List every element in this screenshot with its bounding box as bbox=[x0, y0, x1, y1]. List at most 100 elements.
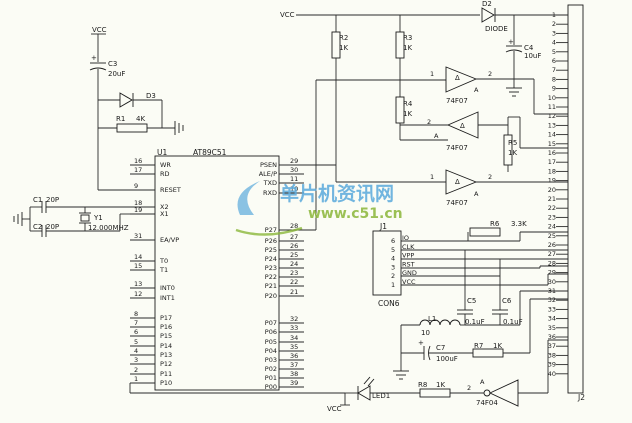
svg-text:+: + bbox=[91, 54, 97, 62]
mcu-pin-num: 12 bbox=[134, 290, 142, 298]
j2-pin-num: 1 bbox=[552, 11, 556, 19]
d2-ref: D2 bbox=[482, 0, 492, 8]
j2-pin-num: 21 bbox=[548, 195, 556, 203]
mcu-pin-num: 29 bbox=[290, 157, 298, 165]
mcu-pin-name: P04 bbox=[265, 347, 277, 355]
mcu-pin-name: RXD bbox=[263, 189, 277, 197]
c3-plate-bottom bbox=[89, 67, 107, 71]
c3-value: 20uF bbox=[108, 70, 125, 78]
mcu-pin-num: 1 bbox=[134, 375, 138, 383]
vcc-label-reset: VCC bbox=[92, 26, 107, 34]
mcu-pin-name: EA/VP bbox=[160, 236, 179, 244]
r5-value: 1K bbox=[508, 149, 517, 157]
j2-pin-num: 24 bbox=[548, 223, 556, 231]
r3-value: 1K bbox=[403, 44, 412, 52]
j1-pin-name: CLK bbox=[402, 243, 415, 251]
j2-pin-num: 32 bbox=[548, 296, 556, 304]
mcu-pin-num: 32 bbox=[290, 315, 298, 323]
mcu-part: AT89C51 bbox=[193, 148, 227, 157]
r2-ref: R2 bbox=[339, 34, 348, 42]
r4-value: 1K bbox=[403, 110, 412, 118]
j1-pin-num: 6 bbox=[391, 237, 395, 245]
mcu-pin-name: T1 bbox=[159, 266, 168, 274]
mcu-pin-name: P11 bbox=[160, 370, 172, 378]
mcu-pin-name: P13 bbox=[160, 351, 172, 359]
buffer-1 bbox=[445, 66, 478, 93]
c4-ref: C4 bbox=[524, 44, 534, 52]
c5-value: 0.1uF bbox=[465, 318, 485, 326]
j1-pin-name: IO bbox=[402, 234, 409, 242]
mcu-pin-num: 13 bbox=[134, 280, 142, 288]
c5-ref: C5 bbox=[467, 297, 476, 305]
j1-pin-num: 5 bbox=[391, 246, 395, 254]
inv-part: 74F04 bbox=[476, 399, 498, 407]
mcu-pin-num: 31 bbox=[134, 232, 142, 240]
j2-pin-num: 17 bbox=[548, 158, 556, 166]
mcu-pin-num: 9 bbox=[134, 182, 138, 190]
mcu-pin-num: 2 bbox=[134, 366, 138, 374]
l1-ref: L1 bbox=[428, 315, 436, 323]
l1-inductor bbox=[419, 319, 461, 326]
mcu-pin-num: 39 bbox=[290, 379, 298, 387]
mcu-pin-num: 5 bbox=[134, 338, 138, 346]
mcu-pin-name: INT0 bbox=[160, 284, 175, 292]
mcu-pin-num: 22 bbox=[290, 278, 298, 286]
c7-value: 100uF bbox=[436, 355, 458, 363]
mcu-pin-name: X1 bbox=[160, 210, 169, 218]
j2-pin-num: 26 bbox=[548, 241, 556, 249]
svg-text:Δ: Δ bbox=[460, 122, 465, 130]
j1-body bbox=[372, 230, 402, 296]
mcu-pin-name: WR bbox=[160, 161, 171, 169]
programming-circuit: R6 3.3K C5 0.1uF C6 0.1uF L1 10 bbox=[393, 220, 568, 380]
g1-part: 74F07 bbox=[446, 97, 468, 105]
c6-ref: C6 bbox=[502, 297, 512, 305]
j1-pin-num: 3 bbox=[391, 263, 395, 271]
j2-pin-num: 35 bbox=[548, 324, 556, 332]
watermark: 单片机资讯网 www.c51.cn bbox=[235, 181, 403, 236]
mcu-pin-name: P15 bbox=[160, 332, 172, 340]
mcu-pin-num: 24 bbox=[290, 260, 298, 268]
j1-ref: J1 bbox=[379, 222, 387, 231]
g2-part: 74F07 bbox=[446, 144, 468, 152]
svg-text:A: A bbox=[434, 132, 439, 140]
j2-ref: J2 bbox=[577, 393, 585, 402]
j2-pins: 1234567891011121314151617181920212223242… bbox=[548, 11, 568, 378]
led-circuit: VCC LED1 R8 1K 2 A 74F04 bbox=[129, 339, 568, 413]
g1-out-pin: 2 bbox=[488, 70, 492, 78]
mcu-pin-num: 25 bbox=[290, 251, 298, 259]
j2-pin-num: 20 bbox=[548, 186, 556, 194]
c1-value: 20P bbox=[46, 196, 59, 204]
j2-pin-num: 5 bbox=[552, 48, 556, 56]
c1-ref: C1 bbox=[33, 196, 42, 204]
mcu-pin-name: P02 bbox=[265, 365, 277, 373]
mcu-pin-name: PSEN bbox=[260, 161, 277, 169]
mcu-pin-num: 16 bbox=[134, 157, 142, 165]
r7-ref: R7 bbox=[474, 342, 483, 350]
c3-ref: C3 bbox=[108, 60, 117, 68]
r1-value: 4K bbox=[136, 115, 145, 123]
g3-part: 74F07 bbox=[446, 199, 468, 207]
mcu-pin-num: 28 bbox=[290, 222, 298, 230]
mcu-pin-name: INT1 bbox=[160, 294, 175, 302]
mcu-pin-name: X2 bbox=[160, 203, 169, 211]
mcu-pin-num: 17 bbox=[134, 166, 142, 174]
mcu-pin-num: 21 bbox=[290, 288, 298, 296]
buffer-3 bbox=[445, 169, 478, 195]
j2-pin-num: 31 bbox=[548, 287, 556, 295]
j2-pin-num: 2 bbox=[552, 20, 556, 28]
j2-pin-num: 3 bbox=[552, 29, 556, 37]
j2-pin-num: 25 bbox=[548, 232, 556, 240]
buffer-circuit: VCC D2 DIODE + C4 10uF R2 1K R3 1K R4 1K bbox=[279, 0, 568, 231]
vcc-label-led: VCC bbox=[327, 405, 342, 413]
mcu-pin-name: P25 bbox=[265, 246, 277, 254]
j1-pin-num: 4 bbox=[391, 255, 395, 263]
j1-pin-name: GND bbox=[402, 269, 417, 277]
mcu-pin-num: 35 bbox=[290, 343, 298, 351]
j2-pin-num: 34 bbox=[548, 315, 556, 323]
mcu-pin-num: 33 bbox=[290, 324, 298, 332]
c6-value: 0.1uF bbox=[503, 318, 523, 326]
j2-pin-num: 38 bbox=[548, 351, 556, 359]
y1-crystal bbox=[80, 214, 90, 222]
